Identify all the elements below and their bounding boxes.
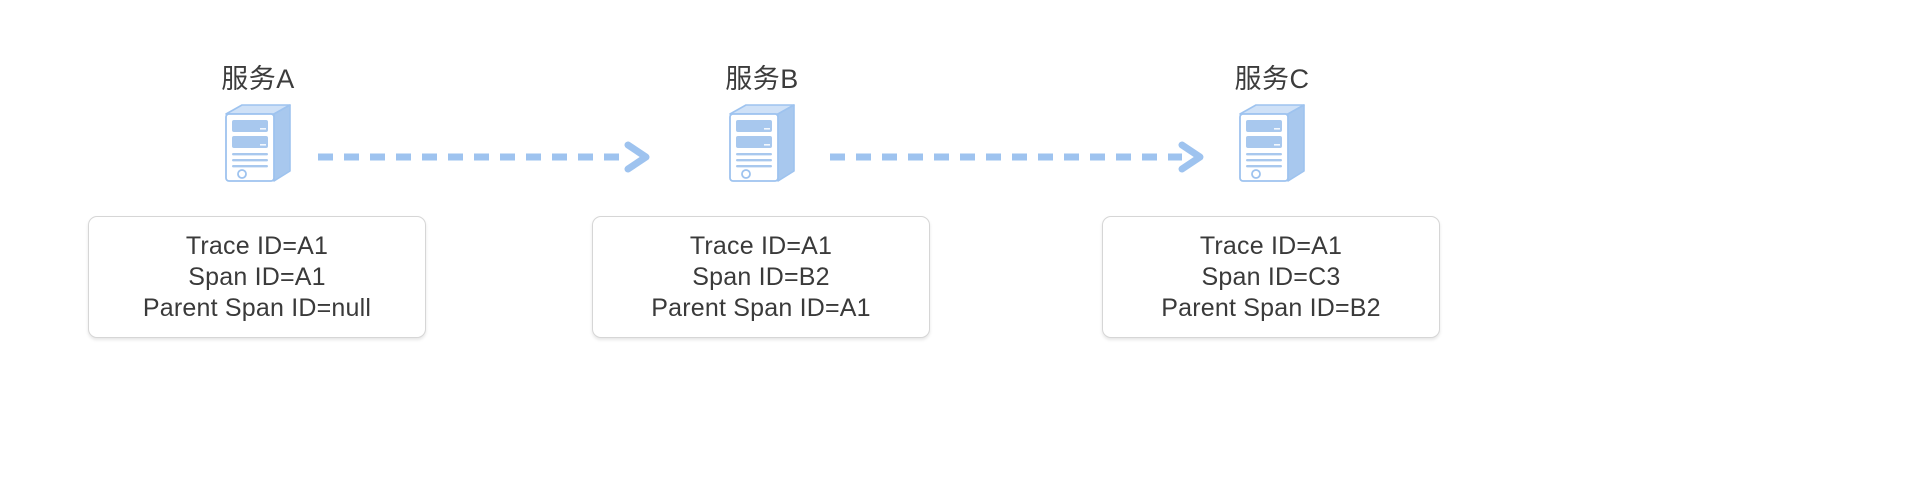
span-context-card-a: Trace ID=A1 Span ID=A1 Parent Span ID=nu…	[88, 216, 426, 338]
span-id-line: Span ID=B2	[692, 262, 830, 291]
parent-span-id-line: Parent Span ID=null	[142, 293, 372, 322]
span-context-card-c: Trace ID=A1 Span ID=C3 Parent Span ID=B2	[1102, 216, 1440, 338]
arrow-b-to-c	[830, 140, 1212, 174]
span-context-card-b: Trace ID=A1 Span ID=B2 Parent Span ID=A1	[592, 216, 930, 338]
trace-id-line: Trace ID=A1	[689, 231, 833, 260]
trace-id-line: Trace ID=A1	[1199, 231, 1343, 260]
span-id-line: Span ID=A1	[188, 262, 326, 291]
server-icon	[218, 102, 298, 186]
arrow-a-to-b	[318, 140, 658, 174]
span-id-line: Span ID=C3	[1201, 262, 1341, 291]
service-node-a: 服务A	[88, 62, 428, 186]
server-icon	[1232, 102, 1312, 186]
parent-span-id-line: Parent Span ID=B2	[1161, 293, 1381, 322]
service-node-b: 服务B	[592, 62, 932, 186]
server-icon	[722, 102, 802, 186]
service-node-c: 服务C	[1102, 62, 1442, 186]
service-label-a: 服务A	[221, 64, 295, 94]
trace-id-line: Trace ID=A1	[185, 231, 329, 260]
service-label-c: 服务C	[1234, 64, 1310, 94]
parent-span-id-line: Parent Span ID=A1	[651, 293, 871, 322]
service-label-b: 服务B	[725, 64, 799, 94]
